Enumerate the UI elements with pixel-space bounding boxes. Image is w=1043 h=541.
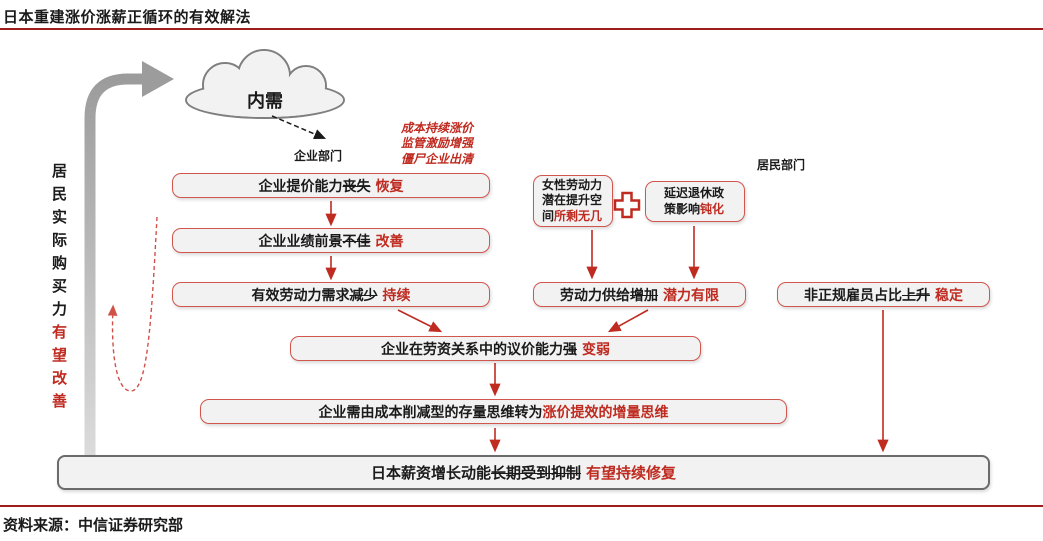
box-text: 女性劳动力潜在提升空间 bbox=[542, 177, 603, 223]
box-text: 企业在劳资关系中的议价能力 bbox=[381, 340, 563, 357]
vtext-red: 有望改善 bbox=[50, 324, 67, 416]
box-strike-text: 减少 bbox=[349, 286, 378, 303]
box-strike-text: 增加 bbox=[630, 286, 658, 303]
box-strike-text: 上升 bbox=[902, 286, 930, 303]
box-strike-text: 长期受到抑制 bbox=[490, 465, 581, 482]
box-red-text: 有望持续修复 bbox=[586, 465, 677, 482]
box-text: 延迟退休政策影响 bbox=[664, 185, 725, 216]
household-sector-label: 居民部门 bbox=[757, 158, 806, 172]
box-text-wrap: 延迟退休政策影响钝化 bbox=[664, 186, 726, 217]
arrow-supply-to-bargain bbox=[607, 309, 649, 333]
box-strike-text: 丧失 bbox=[342, 177, 371, 194]
vtext-black: 居民实际购买力 bbox=[50, 163, 67, 324]
box-text: 企业提价能力 bbox=[258, 177, 343, 194]
box-red-text: 所剩无几 bbox=[554, 208, 603, 223]
box-red-text: 改善 bbox=[375, 232, 404, 249]
flow-arrows bbox=[325, 201, 889, 453]
cycle-arrow bbox=[84, 61, 174, 456]
box-text: 日本薪资增长动能 bbox=[370, 465, 491, 482]
cloud-label: 内需 bbox=[247, 91, 283, 111]
box-retirement-policy: 延迟退休政策影响钝化 bbox=[645, 181, 745, 222]
box-earnings-outlook: 企业业绩前景不佳改善 bbox=[172, 228, 490, 253]
box-text: 企业业绩前景 bbox=[258, 232, 343, 249]
cost-annotation: 成本持续涨价 监管激励增强 僵尸企业出清 bbox=[381, 121, 493, 167]
box-red-text: 变弱 bbox=[582, 340, 610, 357]
box-labor-supply: 劳动力供给增加潜力有限 bbox=[533, 282, 746, 307]
demand-dashed-arrow bbox=[271, 115, 327, 140]
box-text-wrap: 女性劳动力潜在提升空间所剩无几 bbox=[542, 178, 604, 225]
box-strike-text: 不佳 bbox=[342, 232, 371, 249]
box-text: 劳动力供给 bbox=[560, 286, 630, 303]
household-purchasing-power-label: 居民实际购买力有望改善 bbox=[48, 163, 69, 416]
source-text: 资料来源：中信证券研究部 bbox=[3, 517, 184, 534]
annotation-line: 监管激励增强 bbox=[400, 136, 473, 151]
box-bargaining-power: 企业在劳资关系中的议价能力强变弱 bbox=[290, 336, 701, 361]
box-red-text: 恢复 bbox=[375, 177, 404, 194]
title-underline bbox=[0, 28, 1043, 30]
box-mindset-shift: 企业需由成本削减型的存量思维转为涨价提效的增量思维 bbox=[200, 399, 787, 424]
box-red-text: 涨价提效的增量思维 bbox=[542, 403, 669, 420]
box-text: 企业需由成本削减型的存量思维转为 bbox=[318, 403, 543, 420]
plus-icon bbox=[613, 191, 641, 219]
box-red-text: 持续 bbox=[382, 286, 411, 303]
cloud-icon bbox=[185, 49, 345, 119]
annotation-line: 僵尸企业出清 bbox=[400, 151, 473, 166]
feedback-dashed-arrow bbox=[107, 216, 158, 392]
box-conclusion: 日本薪资增长动能长期受到抑制有望持续修复 bbox=[57, 455, 990, 490]
box-labor-demand: 有效劳动力需求减少持续 bbox=[172, 282, 490, 307]
page-title: 日本重建涨价涨薪正循环的有效解法 bbox=[3, 9, 252, 26]
box-text: 非正规雇员占比 bbox=[804, 286, 902, 303]
annotation-line: 成本持续涨价 bbox=[400, 121, 473, 135]
box-red-text: 钝化 bbox=[700, 201, 725, 216]
box-informal-employment: 非正规雇员占比上升稳定 bbox=[777, 282, 990, 307]
box-female-labor: 女性劳动力潜在提升空间所剩无几 bbox=[533, 175, 613, 227]
box-red-text: 稳定 bbox=[935, 286, 963, 303]
box-text: 有效劳动力需求 bbox=[251, 286, 350, 303]
box-red-text: 潜力有限 bbox=[663, 286, 719, 303]
box-pricing-power: 企业提价能力丧失恢复 bbox=[172, 173, 490, 198]
arrow-demand-to-bargain bbox=[397, 309, 443, 333]
enterprise-sector-label: 企业部门 bbox=[294, 149, 343, 163]
box-strike-text: 强 bbox=[563, 340, 577, 357]
source-divider bbox=[0, 505, 1043, 507]
